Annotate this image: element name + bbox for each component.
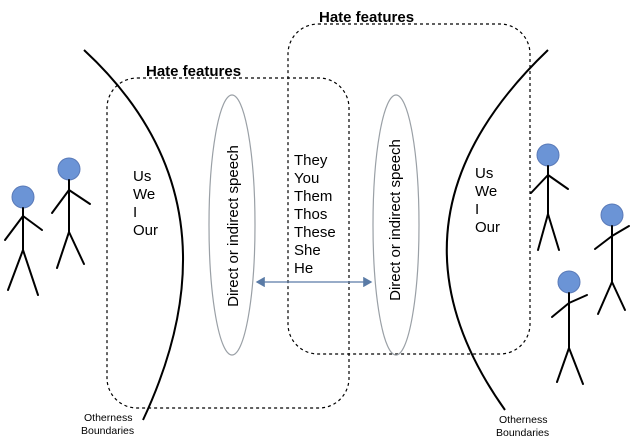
otherness-boundary-left-curve [83,49,185,421]
speech-ellipse-left [208,94,256,356]
we-word-right: We [475,183,497,200]
person-icon [530,143,569,251]
them-word-he: He [294,260,313,277]
person-icon [551,270,588,385]
boundaries-label-left: Boundaries [81,425,134,437]
us-word-right: Us [475,165,493,182]
hate-features-title-right: Hate features [319,9,414,26]
them-word-you: You [294,170,319,187]
them-word-they: They [294,152,328,169]
speech-ellipse-right [372,94,420,356]
otherness-label-right: Otherness [499,414,547,426]
hate-features-box-left [106,77,350,409]
person-icon [4,185,43,296]
hate-features-title-left: Hate features [146,63,241,80]
boundaries-label-right: Boundaries [496,427,549,439]
our-word-left: Our [133,222,158,239]
i-word-right: I [475,201,479,218]
them-word-thos: Thos [294,206,327,223]
i-word-left: I [133,204,137,221]
speech-label-left: Direct or indirect speech [225,145,242,307]
hate-features-box-right [287,23,531,355]
person-icon [594,203,630,315]
them-word-she: She [294,242,321,259]
otherness-boundary-right-curve [445,49,549,411]
person-icon [51,157,91,269]
them-word-them: Them [294,188,332,205]
speech-label-right: Direct or indirect speech [387,139,404,301]
we-word-left: We [133,186,155,203]
them-word-these: These [294,224,336,241]
otherness-label-left: Otherness [84,412,132,424]
us-word-left: Us [133,168,151,185]
our-word-right: Our [475,219,500,236]
